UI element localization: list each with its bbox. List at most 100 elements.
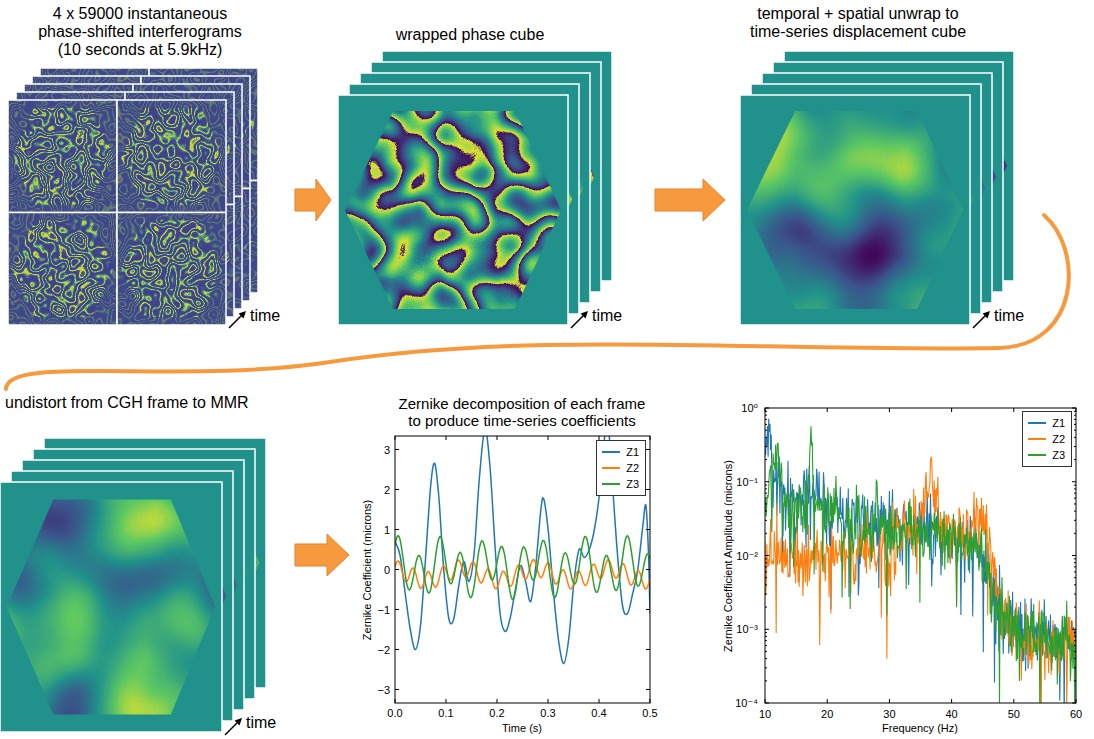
frame-ground xyxy=(740,95,970,325)
axis-tick xyxy=(395,569,399,570)
axis-tick xyxy=(951,699,952,703)
axis-tick xyxy=(646,489,650,490)
mirror-hexagon xyxy=(120,108,222,205)
z3-curve xyxy=(395,536,650,600)
time-arrow xyxy=(973,315,986,328)
z3-spectrum xyxy=(765,426,1076,703)
tick-label: 10⁻⁴ xyxy=(735,697,758,710)
legend-sample xyxy=(1028,422,1046,424)
fringe-texture xyxy=(117,100,226,213)
axis-label: Zernike Coefficient Amplitude (microns) xyxy=(722,460,735,652)
axis-tick xyxy=(497,699,498,703)
image-frame xyxy=(740,95,970,325)
axis-tick xyxy=(646,689,650,690)
axis-tick xyxy=(599,699,600,703)
image-frame xyxy=(8,213,117,326)
axis-tick xyxy=(1072,555,1076,556)
time-arrow-head xyxy=(983,311,990,318)
time-axis-label: time xyxy=(592,307,636,325)
plot-axes xyxy=(765,408,1076,703)
axis-tick xyxy=(395,609,399,610)
time-axis-label: time xyxy=(994,307,1038,325)
legend-sample xyxy=(1028,454,1046,456)
image-frame xyxy=(117,213,226,326)
tick-label: 10⁰ xyxy=(741,402,758,415)
tick-label: 0.5 xyxy=(642,707,657,720)
stage-panel: undistort from CGH frame to MMR time xyxy=(0,390,292,739)
axis-label: Time (s) xyxy=(502,722,542,735)
tick-label: 2 xyxy=(384,483,390,496)
legend-entry: Z3 xyxy=(1028,447,1065,463)
axis-tick xyxy=(395,689,399,690)
axis-tick xyxy=(497,436,498,440)
frame-border xyxy=(338,95,568,325)
tick-label: 0.2 xyxy=(489,707,504,720)
frame-ground xyxy=(8,100,117,213)
time-axis-label: time xyxy=(250,307,294,325)
stage-panel: temporal + spatial unwrap to time-series… xyxy=(728,2,1042,330)
time-arrow xyxy=(225,722,238,735)
stage-caption: Zernike decomposition of each frame to p… xyxy=(394,395,650,429)
tick-label: 10 xyxy=(759,708,771,721)
frame-ground xyxy=(117,100,226,213)
axis-label: Zernike Coefficient (microns) xyxy=(361,499,374,639)
axis-tick xyxy=(827,408,828,412)
image-frame xyxy=(8,100,117,213)
image-frame xyxy=(0,482,222,732)
axis-tick xyxy=(646,569,650,570)
axis-tick xyxy=(646,529,650,530)
axis-tick xyxy=(889,408,890,412)
tick-label: 10⁻¹ xyxy=(736,475,758,488)
axis-tick xyxy=(1072,481,1076,482)
time-arrow xyxy=(229,315,242,328)
tick-label: 0 xyxy=(384,563,390,576)
stage-caption: 4 x 59000 instantaneous phase-shifted in… xyxy=(31,5,249,59)
legend-text: Z3 xyxy=(626,478,639,491)
tick-label: −1 xyxy=(377,603,390,616)
time-axis-label: time xyxy=(246,714,290,732)
legend-entry: Z1 xyxy=(1028,415,1065,431)
axis-tick xyxy=(765,629,769,630)
frame-ground xyxy=(338,95,568,325)
mirror-hexagon xyxy=(747,111,963,309)
legend-entry: Z2 xyxy=(602,460,639,476)
frame-border xyxy=(8,100,117,213)
frame-ground xyxy=(0,482,222,732)
z1-curve xyxy=(395,436,650,664)
legend-box: Z1Z2Z3 xyxy=(596,440,646,496)
frame-ground xyxy=(8,213,117,326)
frame-ground xyxy=(117,213,226,326)
axis-tick xyxy=(765,555,769,556)
axis-tick xyxy=(951,408,952,412)
axis-tick xyxy=(446,699,447,703)
legend-box: Z1Z2Z3 xyxy=(1022,411,1072,467)
time-series-plot xyxy=(395,436,650,664)
legend-text: Z1 xyxy=(626,446,639,459)
tick-label: 0.0 xyxy=(387,707,402,720)
axis-label: Frequency (Hz) xyxy=(882,722,958,735)
flow-arrow xyxy=(295,179,331,221)
flow-curve xyxy=(6,215,1069,389)
axis-tick xyxy=(395,649,399,650)
fringe-texture xyxy=(117,213,226,326)
mirror-hexagon xyxy=(345,111,561,309)
axis-tick xyxy=(1013,699,1014,703)
stage-caption: undistort from CGH frame to MMR xyxy=(5,394,290,412)
legend-sample xyxy=(602,483,620,485)
plot-axes xyxy=(395,436,650,703)
tick-label: 40 xyxy=(945,708,957,721)
axis-tick xyxy=(395,529,399,530)
tick-label: 60 xyxy=(1070,708,1082,721)
legend-entry: Z2 xyxy=(1028,431,1065,447)
legend-text: Z1 xyxy=(1052,417,1065,430)
legend-sample xyxy=(1028,438,1046,440)
axis-tick xyxy=(765,481,769,482)
tick-label: 30 xyxy=(883,708,895,721)
flow-arrow xyxy=(295,534,349,576)
frame-border xyxy=(117,100,226,213)
axis-tick xyxy=(548,699,549,703)
image-frame xyxy=(117,100,226,213)
tick-label: 10⁻³ xyxy=(736,623,758,636)
axis-tick xyxy=(548,436,549,440)
